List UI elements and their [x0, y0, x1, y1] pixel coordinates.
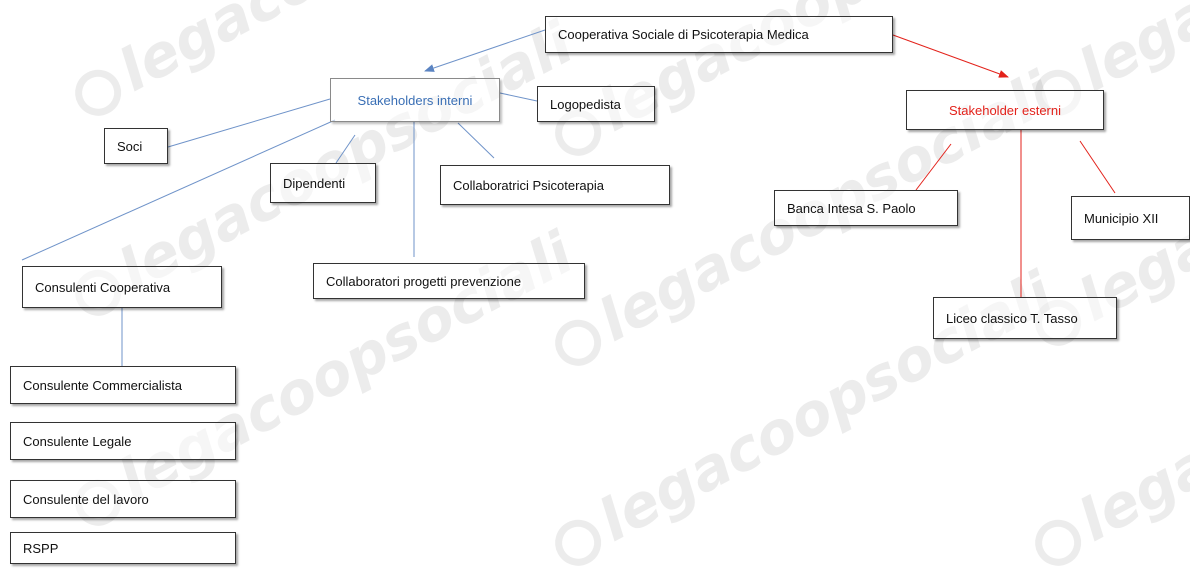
edge-root-internal [424, 29, 546, 72]
node-consulente-commercialista: Consulente Commercialista [10, 366, 236, 404]
edge-external-banca [915, 143, 952, 191]
node-municipio-xii: Municipio XII [1071, 196, 1190, 240]
node-soci: Soci [104, 128, 168, 164]
node-banca-intesa: Banca Intesa S. Paolo [774, 190, 958, 226]
edge-internal-collaboratrici [457, 122, 495, 159]
node-consulenti-cooperativa: Consulenti Cooperativa [22, 266, 222, 308]
edge-external-municipio [1079, 140, 1116, 194]
node-stakeholders-interni: Stakeholders interni [330, 78, 500, 122]
connector-lines [21, 29, 1116, 366]
node-liceo-classico: Liceo classico T. Tasso [933, 297, 1117, 339]
edge-internal-logopedista [499, 92, 538, 102]
node-root: Cooperativa Sociale di Psicoterapia Medi… [545, 16, 893, 53]
edge-internal-soci [167, 98, 331, 148]
node-collaboratrici-psicoterapia: Collaboratrici Psicoterapia [440, 165, 670, 205]
node-logopedista: Logopedista [537, 86, 655, 122]
node-consulente-legale: Consulente Legale [10, 422, 236, 460]
node-stakeholder-esterni: Stakeholder esterni [906, 90, 1104, 130]
edge-internal-consulenti [21, 119, 336, 261]
node-rspp: RSPP [10, 532, 236, 564]
edge-internal-dipendenti [335, 134, 356, 164]
edge-root-external [892, 34, 1009, 78]
node-collaboratori-progetti-prevenzione: Collaboratori progetti prevenzione [313, 263, 585, 299]
node-dipendenti: Dipendenti [270, 163, 376, 203]
node-consulente-del-lavoro: Consulente del lavoro [10, 480, 236, 518]
